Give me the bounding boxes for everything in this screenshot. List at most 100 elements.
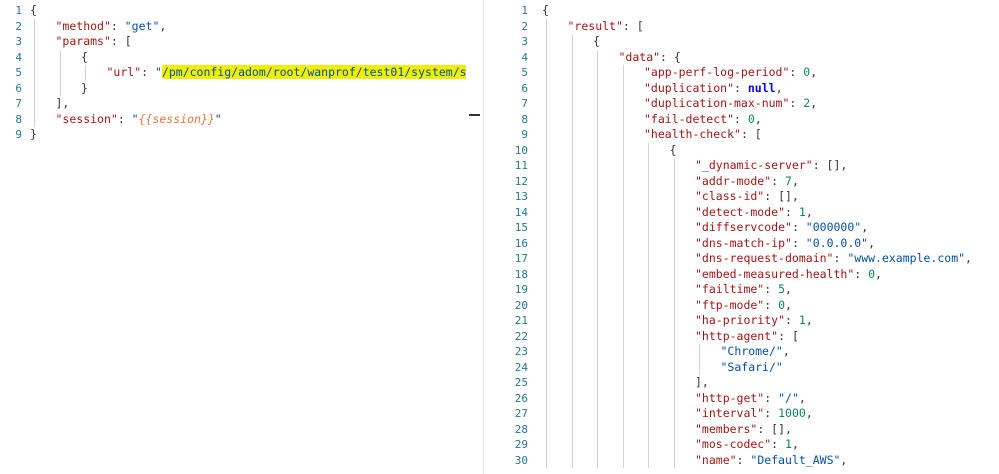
code-line: "dns-request-domain": "www.example.com",: [542, 251, 999, 267]
json-punctuation: :: [854, 266, 869, 281]
code-line: "interval": 1000,: [542, 406, 999, 422]
code-line: }: [30, 81, 466, 97]
code-line: "http-get": "/",: [542, 391, 999, 407]
json-key: "diffservcode": [695, 220, 792, 234]
line-number: 9: [521, 128, 528, 141]
json-punctuation: {: [669, 142, 677, 157]
json-punctuation: ,: [875, 266, 882, 281]
json-punctuation: : [: [778, 328, 799, 343]
code-line: "duplication-max-num": 2,: [542, 96, 999, 112]
code-line: {: [30, 3, 466, 19]
json-punctuation: ,: [754, 111, 762, 126]
code-line: "app-perf-log-period": 0,: [542, 65, 999, 81]
json-punctuation: : [],: [764, 189, 799, 203]
json-punctuation: ,: [791, 173, 799, 188]
json-punctuation: ,: [785, 282, 792, 296]
line-number: 19: [514, 283, 528, 296]
code-line: "session": "{{session}}": [30, 112, 466, 128]
code-line: "Chrome/",: [542, 344, 999, 360]
indent-guides: [30, 3, 86, 127]
json-punctuation: :: [736, 452, 751, 467]
json-key: "http-get": [695, 390, 765, 405]
line-number: 7: [521, 97, 528, 110]
request-code-area[interactable]: {"method": "get","params": [{"url": "/pm…: [30, 0, 466, 474]
json-key: "duplication-max-num": [644, 96, 790, 110]
json-number: 0: [803, 65, 811, 79]
pane-splitter[interactable]: [466, 0, 485, 474]
json-string: ": [214, 111, 222, 126]
code-line: "method": "get",: [30, 19, 466, 35]
json-punctuation: :: [789, 65, 804, 79]
json-punctuation: :: [117, 111, 132, 126]
json-key: "params": [55, 34, 111, 48]
code-line: "addr-mode": 7,: [542, 174, 999, 190]
json-punctuation: ,: [965, 251, 972, 265]
code-line: "ha-priority": 1,: [542, 313, 999, 329]
json-number: 1: [798, 313, 806, 327]
code-line: "name": "Default_AWS",: [542, 453, 999, 469]
json-key: "dns-match-ip": [695, 235, 792, 250]
line-number: 29: [514, 438, 528, 451]
json-punctuation: : [: [622, 18, 644, 33]
code-line: "members": [],: [542, 422, 999, 438]
json-punctuation: ,: [159, 18, 167, 33]
json-punctuation: : {: [660, 49, 681, 64]
json-punctuation: }: [30, 127, 37, 141]
code-line: "health-check": [: [542, 127, 999, 143]
json-string: "Chrome/": [720, 344, 783, 358]
code-line: ],: [30, 96, 466, 112]
scroll-position-marker[interactable]: [469, 114, 480, 116]
pane-divider: [483, 0, 484, 474]
json-punctuation: ],: [695, 375, 709, 389]
json-string: "0.0.0.0": [805, 235, 869, 250]
json-punctuation: ,: [810, 65, 818, 79]
json-punctuation: {: [542, 3, 549, 17]
line-number: 2: [521, 19, 528, 33]
code-line: "fail-detect": 0,: [542, 112, 999, 128]
indent-guide: [34, 18, 35, 127]
json-punctuation: ,: [791, 437, 799, 451]
line-number: 27: [514, 407, 528, 420]
line-number: 6: [15, 81, 22, 95]
indent-guide: [699, 344, 700, 375]
code-line: {: [30, 50, 466, 66]
highlighted-url-string: /pm/config/adom/root/wanprof/test01/syst…: [161, 65, 466, 79]
json-punctuation: :: [771, 173, 786, 188]
json-string: "get": [124, 18, 160, 33]
line-number: 5: [15, 66, 22, 79]
json-punctuation: : [],: [812, 158, 848, 172]
json-punctuation: :: [791, 235, 806, 250]
line-number: 12: [514, 174, 528, 188]
json-key: "addr-mode": [695, 173, 772, 188]
line-number: 16: [514, 236, 528, 250]
json-punctuation: ,: [775, 80, 783, 95]
code-line: "params": [: [30, 34, 466, 50]
line-number: 20: [514, 298, 528, 312]
line-number: 8: [15, 112, 22, 126]
json-key: "http-agent": [695, 328, 779, 343]
json-string: "Safari/": [720, 359, 783, 374]
code-line: {: [542, 143, 999, 159]
line-number: 30: [514, 453, 528, 467]
json-punctuation: ],: [55, 96, 70, 110]
json-key: "class-id": [695, 189, 765, 203]
indent-guides: [542, 3, 700, 468]
json-string: "www.example.com": [847, 251, 966, 265]
line-number: 21: [514, 314, 528, 327]
json-punctuation: ,: [810, 96, 818, 110]
code-line: }: [30, 127, 466, 143]
json-punctuation: ,: [785, 297, 792, 312]
line-number: 24: [514, 360, 528, 374]
line-number: 4: [521, 50, 528, 64]
json-punctuation: ,: [805, 406, 813, 420]
json-key: "ha-priority": [695, 313, 786, 327]
json-key: "fail-detect": [644, 111, 735, 126]
json-punctuation: ,: [805, 204, 813, 219]
json-punctuation: :: [764, 406, 779, 420]
response-code-area[interactable]: {"result": [{"data": {"app-perf-log-peri…: [542, 0, 999, 474]
line-number: 1: [521, 4, 528, 17]
indent-guide: [622, 65, 624, 468]
